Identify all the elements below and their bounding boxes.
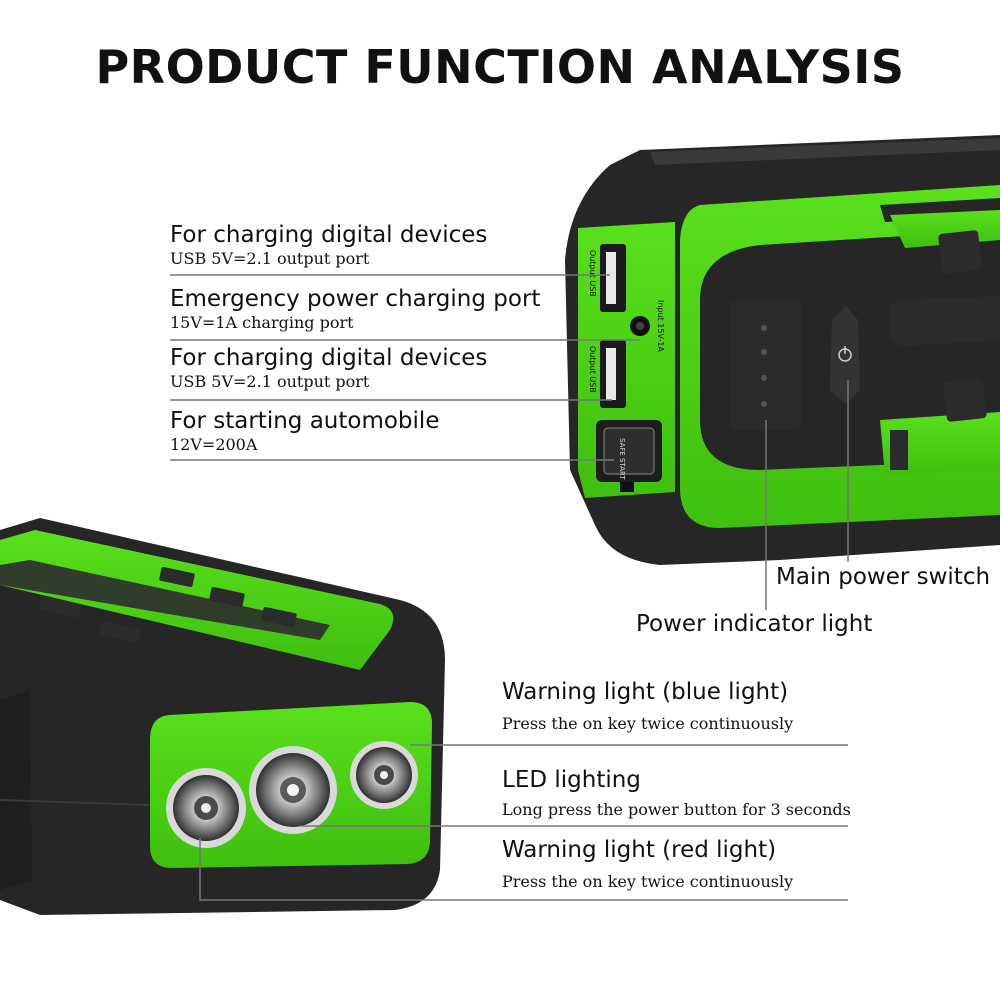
- callout-title: LED lighting: [502, 767, 641, 793]
- callout-detail: USB 5V=2.1 output port: [170, 372, 370, 391]
- lens-left: [166, 768, 246, 848]
- main-power-switch-label: Main power switch: [776, 564, 991, 590]
- callout-usb-top: For charging digital devices USB 5V=2.1 …: [170, 221, 487, 269]
- callout-detail: 12V=200A: [170, 435, 258, 454]
- page-title: PRODUCT FUNCTION ANALYSIS: [95, 40, 905, 94]
- callout-detail: Long press the power button for 3 second…: [502, 800, 851, 819]
- callout-detail: 15V=1A charging port: [170, 313, 354, 332]
- lower-power-bank: [0, 518, 445, 915]
- indicator-panel: [730, 300, 802, 430]
- usb-top-text: Output USB: [588, 250, 597, 297]
- jumper-text: SAFE START: [618, 438, 626, 480]
- power-button: [830, 306, 860, 404]
- callout-title: For charging digital devices: [170, 222, 488, 248]
- power-indicator-label: Power indicator light: [636, 611, 873, 637]
- leader-lines: [170, 274, 849, 901]
- callout-jumper: For starting automobile 12V=200A: [170, 407, 439, 455]
- callout-input: Emergency power charging port 15V=1A cha…: [170, 285, 540, 333]
- callout-blue-light: Warning light (blue light) Press the on …: [502, 678, 793, 734]
- lens-right: [350, 741, 418, 809]
- callout-title: For starting automobile: [170, 408, 440, 434]
- input-text: Input 15V-1A: [656, 300, 665, 352]
- lens-center: [249, 746, 337, 834]
- callout-title: Emergency power charging port: [170, 286, 541, 312]
- callout-red-light: Warning light (red light) Press the on k…: [502, 836, 793, 892]
- callout-detail: USB 5V=2.1 output port: [170, 249, 370, 268]
- usb-bottom-text: Output USB: [588, 346, 597, 393]
- callout-led: LED lighting Long press the power button…: [502, 766, 851, 820]
- callout-title: Warning light (red light): [502, 837, 777, 863]
- upper-power-bank: Output USB Input 15V-1A Output USB SAFE …: [565, 135, 1000, 565]
- callout-title: Warning light (blue light): [502, 679, 789, 705]
- callout-detail: Press the on key twice continuously: [502, 872, 794, 891]
- callout-title: For charging digital devices: [170, 345, 488, 371]
- leader-red-light: [199, 838, 848, 901]
- callout-detail: Press the on key twice continuously: [502, 714, 794, 733]
- callout-usb-bottom: For charging digital devices USB 5V=2.1 …: [170, 344, 487, 392]
